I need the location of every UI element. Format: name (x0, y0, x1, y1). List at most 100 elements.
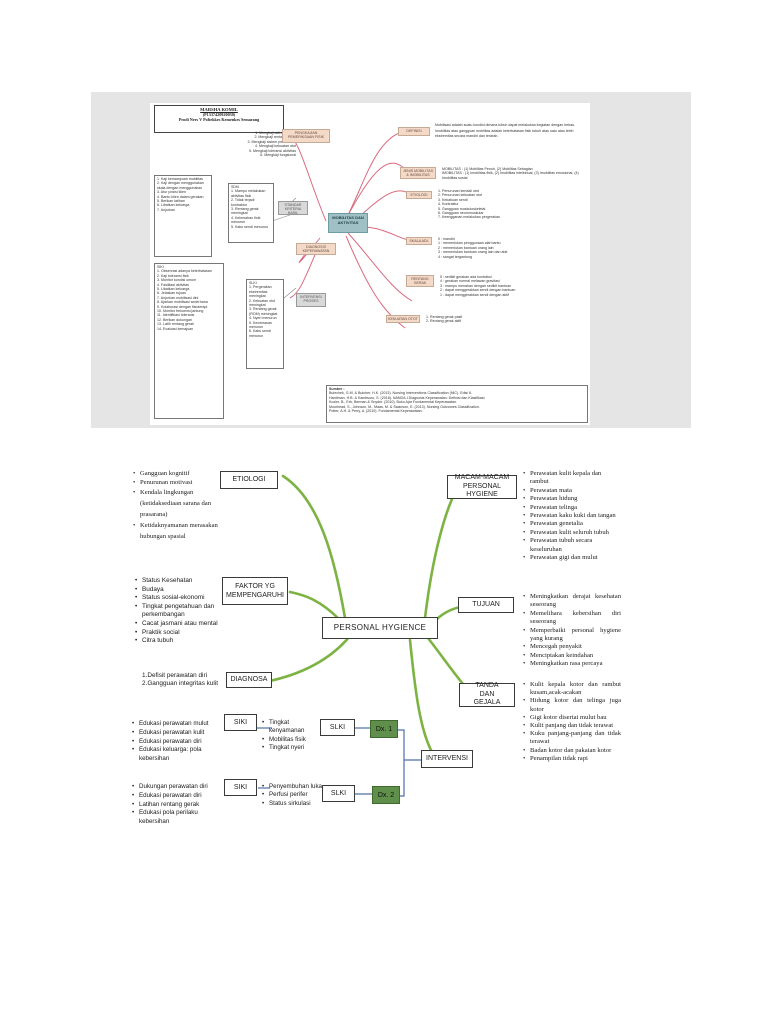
slki1-node: SLKI (320, 719, 355, 736)
tanda-list: Kulit kepala kotor dan rambut kusam,acak… (523, 681, 621, 763)
diagnosa-item: 2.Gangguan integritas kulit (142, 680, 219, 688)
node-faktor: FAKTOR YG MEMPENGARUHI (222, 577, 288, 605)
tujuan-item: Meningkatkan derajat kesehatan seseorang (523, 593, 621, 610)
diagnosa-list: 1.Defisit perawatan diri 2.Gangguan inte… (142, 672, 226, 689)
macam-item: Perawatan kaku kuki dan tangan (523, 512, 621, 521)
dx1-node: Dx. 1 (370, 720, 398, 738)
tujuan-list: Meningkatkan derajat kesehatan seseorang… (523, 593, 621, 669)
node-intervensi: INTERVENSI (421, 750, 473, 768)
node-rentang: RENTANG GERAK (406, 275, 434, 287)
node-etiologi: ETIOLOGI (406, 191, 432, 199)
node-tujuan: TUJUAN (458, 597, 514, 613)
pengkajian-list: 1. Mengkaji aktivitas klien 2. Mengkaji … (247, 131, 296, 158)
jenis-list: MOBILITAS : (1) Mobilitas Penuh, (2) Mob… (442, 167, 579, 180)
macam-list: Perawatan kulit kepala dan rambut Perawa… (523, 470, 621, 563)
siki2-item: Edukasi perawatan diri (132, 792, 224, 801)
siki1-item: Edukasi perawatan mulut (132, 720, 222, 729)
faktor-item: Status sosial-ekonomi (135, 594, 223, 603)
tanda-item: Kuku panjang-panjang dan tidak terawat (523, 730, 621, 746)
macam-item: Perawatan tubuh secara keseluruhan (523, 537, 621, 554)
macam-item: Perawatan hidung (523, 495, 621, 504)
slki1-item: Tingkat kenyamanan (262, 719, 322, 736)
etiologi-list: 1. Penurunan kendali otot 2. Penurunan k… (438, 189, 500, 220)
etiologi-list: Gangguan kognitif Penurunan motivasi Ken… (133, 470, 221, 542)
sumber-box: Sumber : Bulechek, G.M. & Butcher, H.K. … (326, 385, 588, 423)
siki1-item: Edukasi perawatan kulit (132, 729, 222, 738)
upper-central-node: MOBILITAS DAN AKTIVITAS (328, 213, 368, 233)
slki1-item: Tingkat nyeri (262, 744, 322, 753)
slki2-node: SLKI (322, 785, 355, 802)
node-pengkajian: PENGKAJIAN PEMERIKSAAN FISIK (282, 129, 330, 143)
definisi-text: Mobilisasi adalah suatu kondisi dimana t… (435, 123, 576, 138)
macam-item: Perawatan kulit seluruh tubuh (523, 529, 621, 538)
diagnosa-item: 1.Defisit perawatan diri (142, 672, 208, 679)
siki1-item: Edukasi perawatan diri (132, 738, 222, 747)
siki-box-2: SLKI 1. Pergerakan ekstremitas meningkat… (246, 279, 284, 369)
etiologi-item: Kendala lingkungan (ketidaksediaan saran… (133, 487, 221, 520)
tanda-item: Kulit panjang dan tidak terawat (523, 722, 621, 730)
dx2-node: Dx. 2 (372, 786, 400, 804)
left-box-2: SIKI 1. Observasi adanya keterbatasan 2.… (154, 263, 224, 419)
tanda-item: Kulit kepala kotor dan rambut kusam,acak… (523, 681, 621, 697)
node-diagnosa: DIAGNOSA (226, 672, 272, 688)
siki2-list: Dukungan perawatan diri Edukasi perawata… (132, 783, 224, 827)
node-intervensi: INTERVENSI PROSES (296, 293, 326, 307)
upper-mindmap-sheet: MARSHA KOMIL (P1337420920030) Prodi Ners… (150, 103, 590, 425)
node-macam: MACAM-MACAM PERSONAL HYGIENE (447, 474, 517, 499)
skala-list: 0 : mandiri 1 : memerlukan penggunaan al… (438, 237, 508, 259)
macam-item: Perawatan mata (523, 487, 621, 496)
faktor-item: Tingkat pengetahuan dan perkembangan (135, 603, 223, 620)
siki-box-1: SDKI 1. Mampu melakukan aktivitas fisik … (228, 183, 274, 243)
node-tanda: TANDA DAN GEJALA (459, 682, 515, 707)
faktor-item: Praktik social (135, 629, 223, 638)
faktor-item: Budaya (135, 586, 223, 595)
etiologi-item: Ketidaknyamanan merasakan hubungan spasi… (133, 520, 221, 542)
tanda-item: Gigi kotor disertai mulut bau (523, 714, 621, 722)
kekuatan-list: 1. Rentang gerak pasif 2. Rentang gerak … (426, 315, 463, 324)
tujuan-item: Mencegah penyakit (523, 643, 621, 652)
slki1-list: Tingkat kenyamanan Mobilitas fisik Tingk… (262, 719, 322, 753)
faktor-item: Status Kesehatan (135, 577, 223, 586)
siki2-item: Dukungan perawatan diri (132, 783, 224, 792)
siki1-list: Edukasi perawatan mulut Edukasi perawata… (132, 720, 222, 764)
node-etiologi: ETIOLOGI (220, 471, 278, 489)
siki2-item: Edukasi pola perilaku kebersihan (132, 809, 224, 827)
node-jenis: JENIS MOBILITAS & IMOBILITAS (400, 167, 436, 179)
rentang-list: 5 : sedikit gerakan ada kontraksi 4 : ge… (440, 275, 516, 297)
node-standar: STANDAR KRITERIA HASIL (278, 201, 308, 215)
node-kekuatan: KEKUATAN OTOT (386, 315, 420, 323)
macam-item: Perawatan gigi dan mulut (523, 554, 621, 563)
tujuan-item: Memelihara kebersihan diri seseorang (523, 610, 621, 627)
slki2-item: Perfusi perifer (262, 791, 322, 800)
tujuan-item: Memperbaiki personal hygiene yang kurang (523, 627, 621, 644)
slki2-item: Status sirkulasi (262, 800, 322, 809)
faktor-item: Cacat jasmani atau mental (135, 620, 223, 629)
faktor-list: Status Kesehatan Budaya Status sosial-ek… (135, 577, 223, 646)
tanda-item: Badan kotor dan pakaian kotor (523, 747, 621, 755)
author-header: MARSHA KOMIL (P1337420920030) Prodi Ners… (154, 105, 284, 133)
author-prodi: Prodi Ners V Poltekkes Kemenkes Semarang (178, 117, 260, 123)
tujuan-item: Meningkatkan rasa percaya (523, 660, 621, 669)
macam-item: Perawatan telinga (523, 504, 621, 513)
siki1-node: SIKI (224, 714, 257, 731)
slki2-list: Penyembuhan luka Perfusi perifer Status … (262, 783, 322, 809)
etiologi-item: Penurunan motivasi (133, 479, 221, 488)
lower-central-node: PERSONAL HYGIENCE (322, 617, 438, 639)
macam-item: Perawatan genetalia (523, 520, 621, 529)
macam-item: Perawatan kulit kepala dan rambut (523, 470, 621, 487)
tanda-item: Hidung kotor dan telinga juga kotor (523, 697, 621, 713)
slki2-item: Penyembuhan luka (262, 783, 322, 792)
tujuan-item: Menciptakan keindahan (523, 652, 621, 661)
node-diagnosis: DIAGNOSIS KEPERAWATAN (296, 243, 336, 255)
tanda-item: Penampilan tidak rapi (523, 755, 621, 763)
slki1-item: Mobilitas fisik (262, 736, 322, 745)
node-definisi: DEFINISI (398, 127, 430, 136)
siki2-item: Latihan rentang gerak (132, 801, 224, 810)
etiologi-item: Gangguan kognitif (133, 470, 221, 479)
left-box-1: 1. Kaji kemampuan mobilitas 2. Kaji deng… (154, 175, 212, 257)
node-skala: SKALA ADL (406, 237, 432, 245)
siki1-item: Edukasi keluarga: pola kebersihan (132, 746, 222, 764)
siki2-node: SIKI (224, 779, 257, 796)
author-name: MARSHA KOMIL (200, 107, 238, 112)
faktor-item: Citra tubuh (135, 637, 223, 646)
